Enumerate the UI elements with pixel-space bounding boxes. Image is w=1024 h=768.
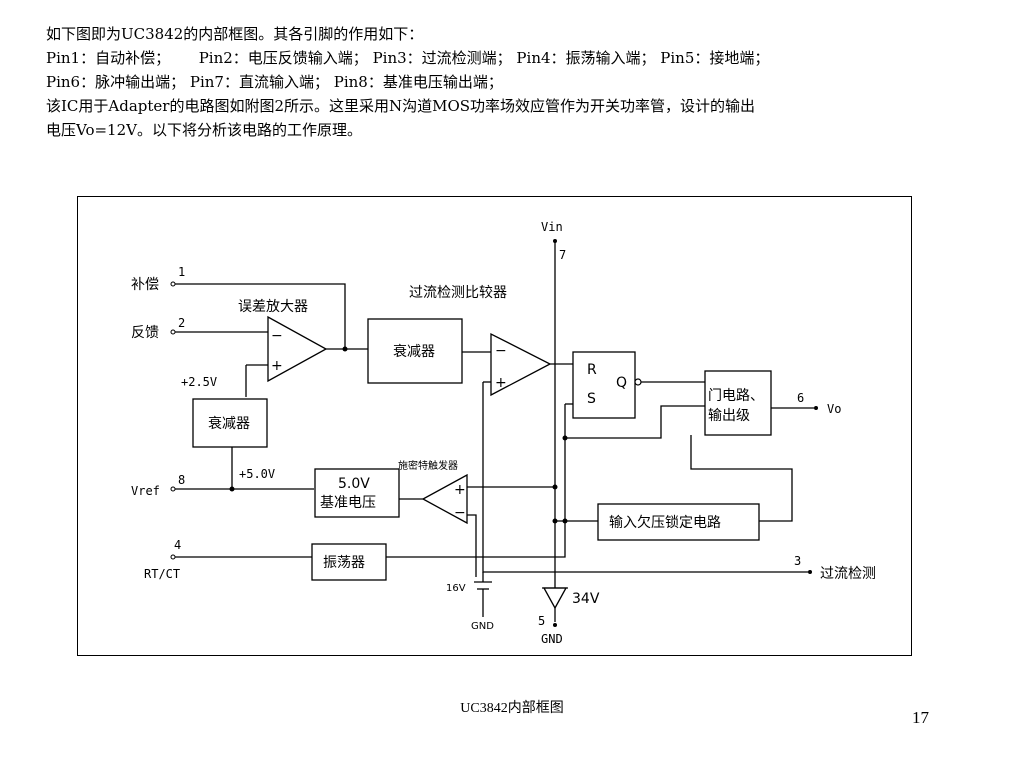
oscillator-label: 振荡器 [323,555,365,571]
vref-junction-dot [229,486,235,492]
pin6-number: 6 [797,391,804,405]
pin6-terminal [814,406,818,410]
uc3842-block-diagram: Vin 7 补偿 1 误差放大器 反馈 2 − + +2.5V 衰减器 +5.0… [131,220,876,646]
rs-r-label: R [587,362,597,378]
gate-output-box [704,370,772,436]
vin-junction-dot-2 [552,518,558,524]
rs-s-label: S [587,391,596,407]
pin7-number: 7 [559,248,566,262]
uvlo-box [597,503,760,541]
pin3-terminal [808,570,812,574]
osc-out-wire [386,545,566,558]
vin-terminal [553,239,557,243]
schmitt-trigger [421,473,468,525]
ref-label-1: 5.0V [338,476,370,492]
pin8-number: 8 [178,473,185,487]
intro-text: 如下图即为UC3842的内部框图。其各引脚的作用如下： Pin1：自动补偿； P… [46,22,1006,142]
ref-label-2: 基准电压 [320,494,376,511]
ref-voltage-box [314,468,400,518]
oscillator-box [311,543,387,581]
intro-line-4: 该IC用于Adapter的电路图如附图2所示。这里采用N沟道MOS功率场效应管作… [46,97,756,115]
pin5-number: 5 [538,614,545,628]
oc-comp-plus: + [495,375,507,391]
attenuator-box-1 [367,318,463,384]
oc-comparator-label: 过流检测比较器 [409,285,507,301]
pin1-wire [175,283,346,349]
oc-comparator [490,332,552,397]
gate-uvlo-wire [690,435,793,522]
rs-flipflop [572,351,636,419]
pin5-terminal [553,623,557,627]
schmitt-minus: − [454,505,466,521]
attenuator-label-2: 衰减器 [208,415,250,432]
intro-line-5: 电压Vo=12V。以下将分析该电路的工作原理。 [46,121,362,139]
vin-label: Vin [541,220,563,234]
zener-label: 34V [572,591,600,607]
pin2-number: 2 [178,316,185,330]
error-amplifier [267,315,328,383]
intro-line-2: Pin1：自动补偿； Pin2：电压反馈输入端； Pin3：过流检测端； Pin… [46,49,770,67]
figure-caption: UC3842内部框图 [460,701,564,716]
attenuator-box-2 [192,398,268,448]
intro-line-1: 如下图即为UC3842的内部框图。其各引脚的作用如下： [46,25,424,43]
vref-label: Vref [131,484,160,498]
pin4-number: 4 [174,538,181,552]
error-amp-plus: + [271,358,283,374]
page-number: 17 [912,708,929,727]
error-amp-label: 误差放大器 [238,299,308,315]
intro-line-3: Pin6：脉冲输出端； Pin7：直流输入端； Pin8：基准电压输出端； [46,73,503,91]
vin-junction-dot-3 [562,518,568,524]
pin1-number: 1 [178,265,185,279]
rs-q-label: Q [616,375,627,391]
schmitt-minus-wire [467,514,477,577]
vref-terminal [170,486,176,492]
gnd-label: GND [541,632,563,646]
gate-label-2: 输出级 [708,408,750,424]
gnd-small-label: GND [471,621,494,632]
pin2-terminal [170,329,176,335]
v16-label: 16V [446,583,466,594]
rs-q-bubble [634,378,642,386]
oc-comp-minus: − [495,343,507,359]
gate-feedback-wire [564,405,705,545]
pin3-number: 3 [794,554,801,568]
diagram-frame: Vin 7 补偿 1 误差放大器 反馈 2 − + +2.5V 衰减器 +5.0… [77,196,912,656]
pin1-terminal [170,281,176,287]
vin-junction-dot-1 [552,484,558,490]
zener-diode [542,587,568,610]
gate-label-1: 门电路、 [708,388,764,404]
v50-label: +5.0V [239,467,275,481]
vo-label: Vo [827,402,841,416]
rtct-label: RT/CT [144,567,180,581]
pin4-terminal [170,554,176,560]
pin2-label: 反馈 [131,325,159,341]
schmitt-label: 施密特触发器 [398,459,458,472]
schmitt-plus: + [454,482,466,498]
pin1-label: 补偿 [131,277,159,293]
v25-label: +2.5V [181,375,217,389]
junction-dot [342,346,348,352]
uvlo-label: 输入欠压锁定电路 [609,515,721,531]
attenuator-label-1: 衰减器 [393,343,435,360]
oc-sense-label: 过流检测 [820,566,876,582]
error-amp-minus: − [271,328,283,344]
